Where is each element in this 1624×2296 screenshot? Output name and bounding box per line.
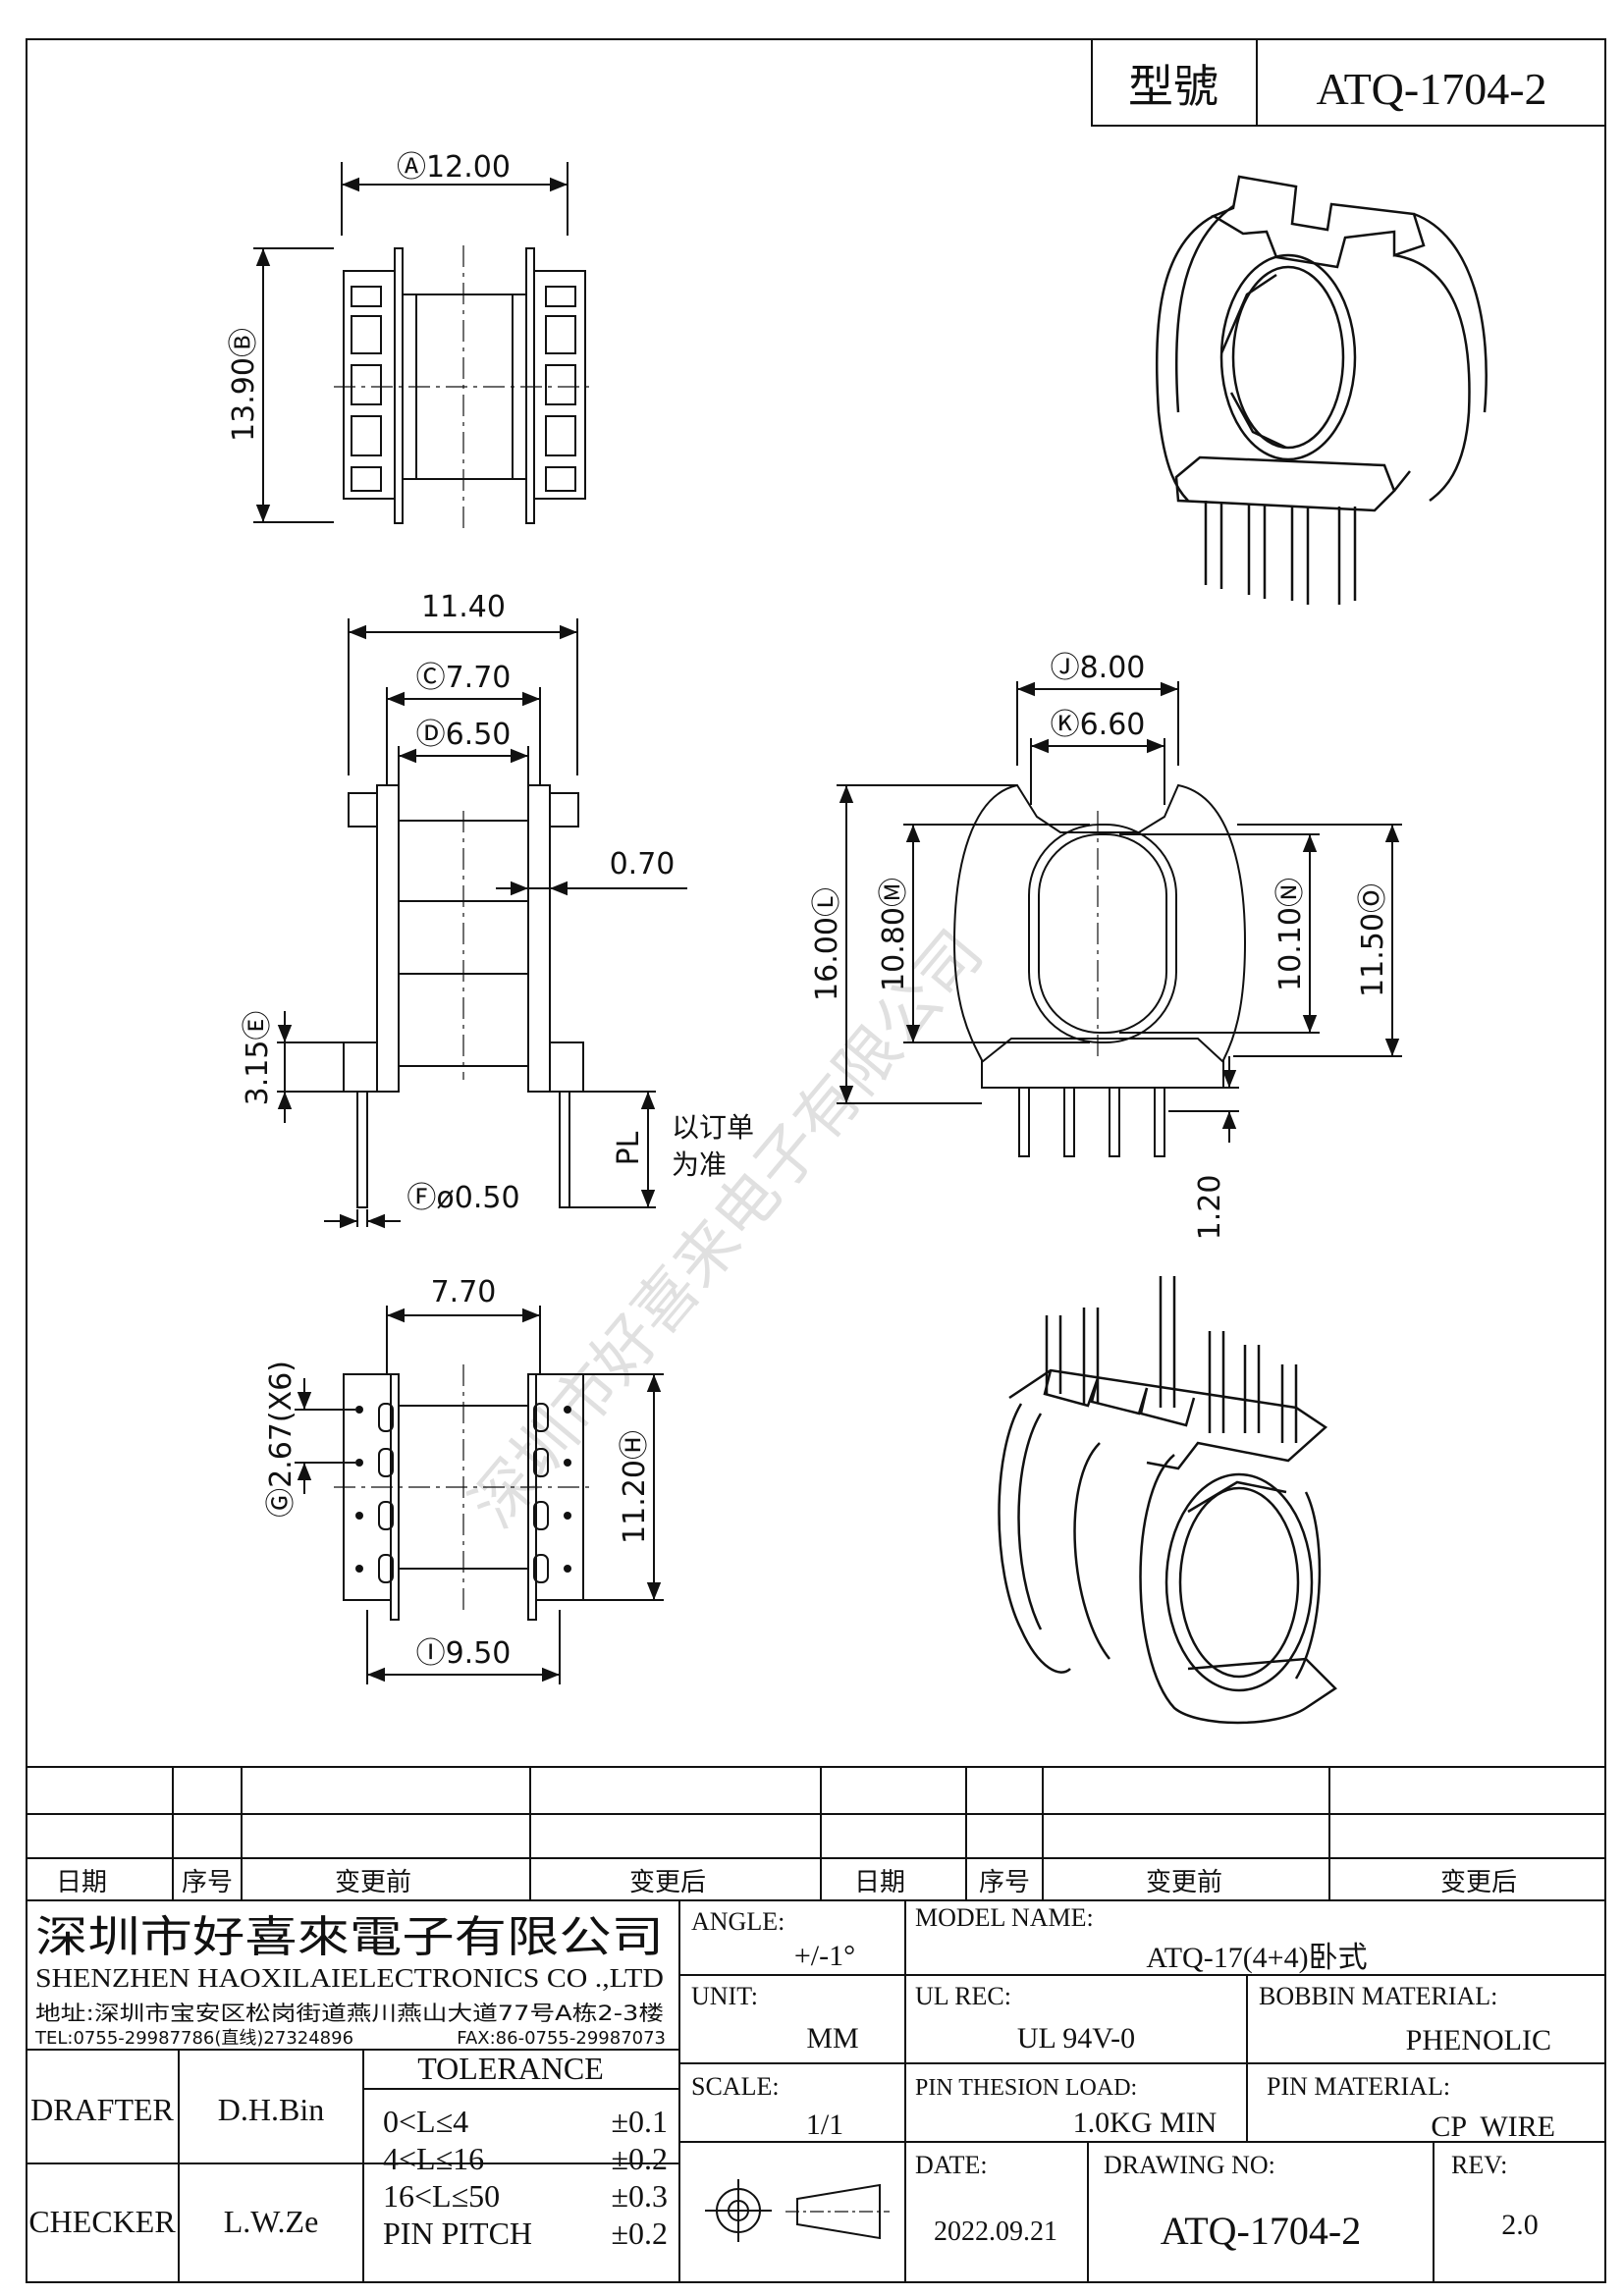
tolerance-range-3: 16<L≤50 <box>383 2178 500 2214</box>
tolerance-range-2: 4<L≤16 <box>383 2141 484 2176</box>
dim-g-label: Ⓖ2.67(X6) <box>264 1361 298 1518</box>
rev-header-before: 变更前 <box>335 1868 411 1897</box>
drafter-label: DRAFTER <box>30 2092 174 2127</box>
model-number: ATQ-1704-2 <box>1316 64 1546 114</box>
revision-table <box>27 1766 1605 1901</box>
rev-header-after-2: 变更后 <box>1440 1868 1517 1897</box>
dim-n-label: 10.10Ⓝ <box>1273 878 1308 991</box>
tolerance-value-3: ±0.3 <box>611 2178 668 2214</box>
dim-pin-length-label: 1.20 <box>1193 1175 1227 1241</box>
tolerance-range-4: PIN PITCH <box>383 2216 532 2251</box>
tolerance-value-4: ±0.2 <box>611 2216 668 2251</box>
rev-header-seq: 序号 <box>182 1868 233 1897</box>
rev-value: 2.0 <box>1501 2209 1539 2241</box>
watermark-text: 深圳市好喜来电子有限公司 <box>458 917 998 1541</box>
bobbin-material-value: PHENOLIC <box>1406 2024 1551 2056</box>
front-width-label: 11.40 <box>421 590 506 624</box>
dim-c-label: Ⓒ7.70 <box>416 661 512 695</box>
scale-label: SCALE: <box>691 2072 780 2101</box>
ul-rec-label: UL REC: <box>915 1982 1011 2010</box>
isometric-view-bottom <box>998 1276 1337 1725</box>
company-tel: TEL:0755-29987786(直线)27324896 <box>34 2028 353 2049</box>
model-label: 型號 <box>1128 60 1218 113</box>
dim-m-label: 10.80Ⓜ <box>877 878 911 991</box>
company-name-en: SHENZHEN HAOXILAIELECTRONICS CO .,LTD <box>35 1963 664 1993</box>
dim-l-label: 16.00Ⓛ <box>810 887 844 1001</box>
dim-e-label: 3.15Ⓔ <box>241 1011 275 1106</box>
pin-material-label: PIN MATERIAL: <box>1267 2072 1450 2101</box>
dim-pl-label: PL <box>612 1131 646 1165</box>
pin-load-value: 1.0KG MIN <box>1073 2107 1218 2139</box>
model-name-label: MODEL NAME: <box>915 1903 1094 1932</box>
side-view <box>837 681 1402 1157</box>
checker-value: L.W.Ze <box>224 2204 319 2239</box>
rev-header-seq-2: 序号 <box>979 1868 1030 1897</box>
angle-label: ANGLE: <box>691 1907 785 1936</box>
ul-rec-value: UL 94V-0 <box>1017 2022 1135 2055</box>
rev-header-date-2: 日期 <box>854 1868 905 1897</box>
model-name-value: ATQ-17(4+4)卧式 <box>1146 1942 1367 1974</box>
unit-label: UNIT: <box>691 1982 758 2010</box>
watermark: 深圳市好喜来电子有限公司 <box>458 917 998 1541</box>
title-block-grid <box>27 1900 1605 2282</box>
pin-material-value: CP WIRE <box>1431 2110 1555 2143</box>
dim-flange-label: 0.70 <box>610 847 676 881</box>
bobbin-material-label: BOBBIN MATERIAL: <box>1259 1982 1497 2010</box>
company-name-cn: 深圳市好喜來電子有限公司 <box>35 1912 664 1962</box>
rev-header-date: 日期 <box>56 1868 107 1897</box>
dim-b-label: 13.90Ⓑ <box>227 328 261 442</box>
drawing-no-label: DRAWING NO: <box>1104 2151 1275 2179</box>
tolerance-title: TOLERANCE <box>417 2051 604 2086</box>
dim-j-label: Ⓙ8.00 <box>1051 651 1146 685</box>
pin-load-label: PIN THESION LOAD: <box>915 2075 1137 2101</box>
revision-table-headers: 日期 序号 变更前 变更后 日期 序号 变更前 变更后 <box>56 1868 1517 1897</box>
isometric-view-top <box>1155 175 1488 605</box>
tolerance-value-2: ±0.2 <box>611 2141 668 2176</box>
pl-note-line1: 以订单 <box>672 1111 754 1144</box>
pl-note-line2: 为准 <box>672 1148 727 1181</box>
sheet-border <box>26 38 1606 2283</box>
dim-h-label: 11.20Ⓗ <box>618 1430 652 1544</box>
rev-label: REV: <box>1451 2151 1507 2179</box>
bottom-width-label: 7.70 <box>431 1275 497 1309</box>
dim-o-label: 11.50Ⓞ <box>1356 883 1390 997</box>
dim-a-label: Ⓐ12.00 <box>397 150 511 185</box>
front-view <box>277 618 687 1229</box>
dim-f-label: Ⓕø0.50 <box>406 1181 519 1215</box>
model-number-box: 型號 ATQ-1704-2 <box>1091 38 1606 127</box>
unit-value: MM <box>806 2022 858 2055</box>
projection-symbol-icon <box>705 2179 890 2242</box>
date-label: DATE: <box>915 2151 988 2179</box>
date-value: 2022.09.21 <box>934 2216 1057 2247</box>
tolerance-range-1: 0<L≤4 <box>383 2104 468 2139</box>
rev-header-before-2: 变更前 <box>1146 1868 1222 1897</box>
company-fax: FAX:86-0755-29987073 <box>457 2028 666 2049</box>
top-view <box>253 162 595 530</box>
dim-k-label: Ⓚ6.60 <box>1051 708 1146 742</box>
checker-label: CHECKER <box>28 2204 176 2239</box>
angle-value: +/-1° <box>794 1940 855 1972</box>
scale-value: 1/1 <box>806 2109 843 2141</box>
tolerance-value-1: ±0.1 <box>611 2104 668 2139</box>
rev-header-after: 变更后 <box>629 1868 706 1897</box>
drafter-value: D.H.Bin <box>218 2092 324 2127</box>
company-address: 地址:深圳市宝安区松岗街道燕川燕山大道77号A栋2-3楼 <box>35 2002 664 2025</box>
bottom-view <box>295 1306 664 1684</box>
dim-i-label: Ⓘ9.50 <box>416 1636 512 1671</box>
dim-d-label: Ⓓ6.50 <box>416 718 512 752</box>
drawing-no-value: ATQ-1704-2 <box>1161 2209 1361 2253</box>
